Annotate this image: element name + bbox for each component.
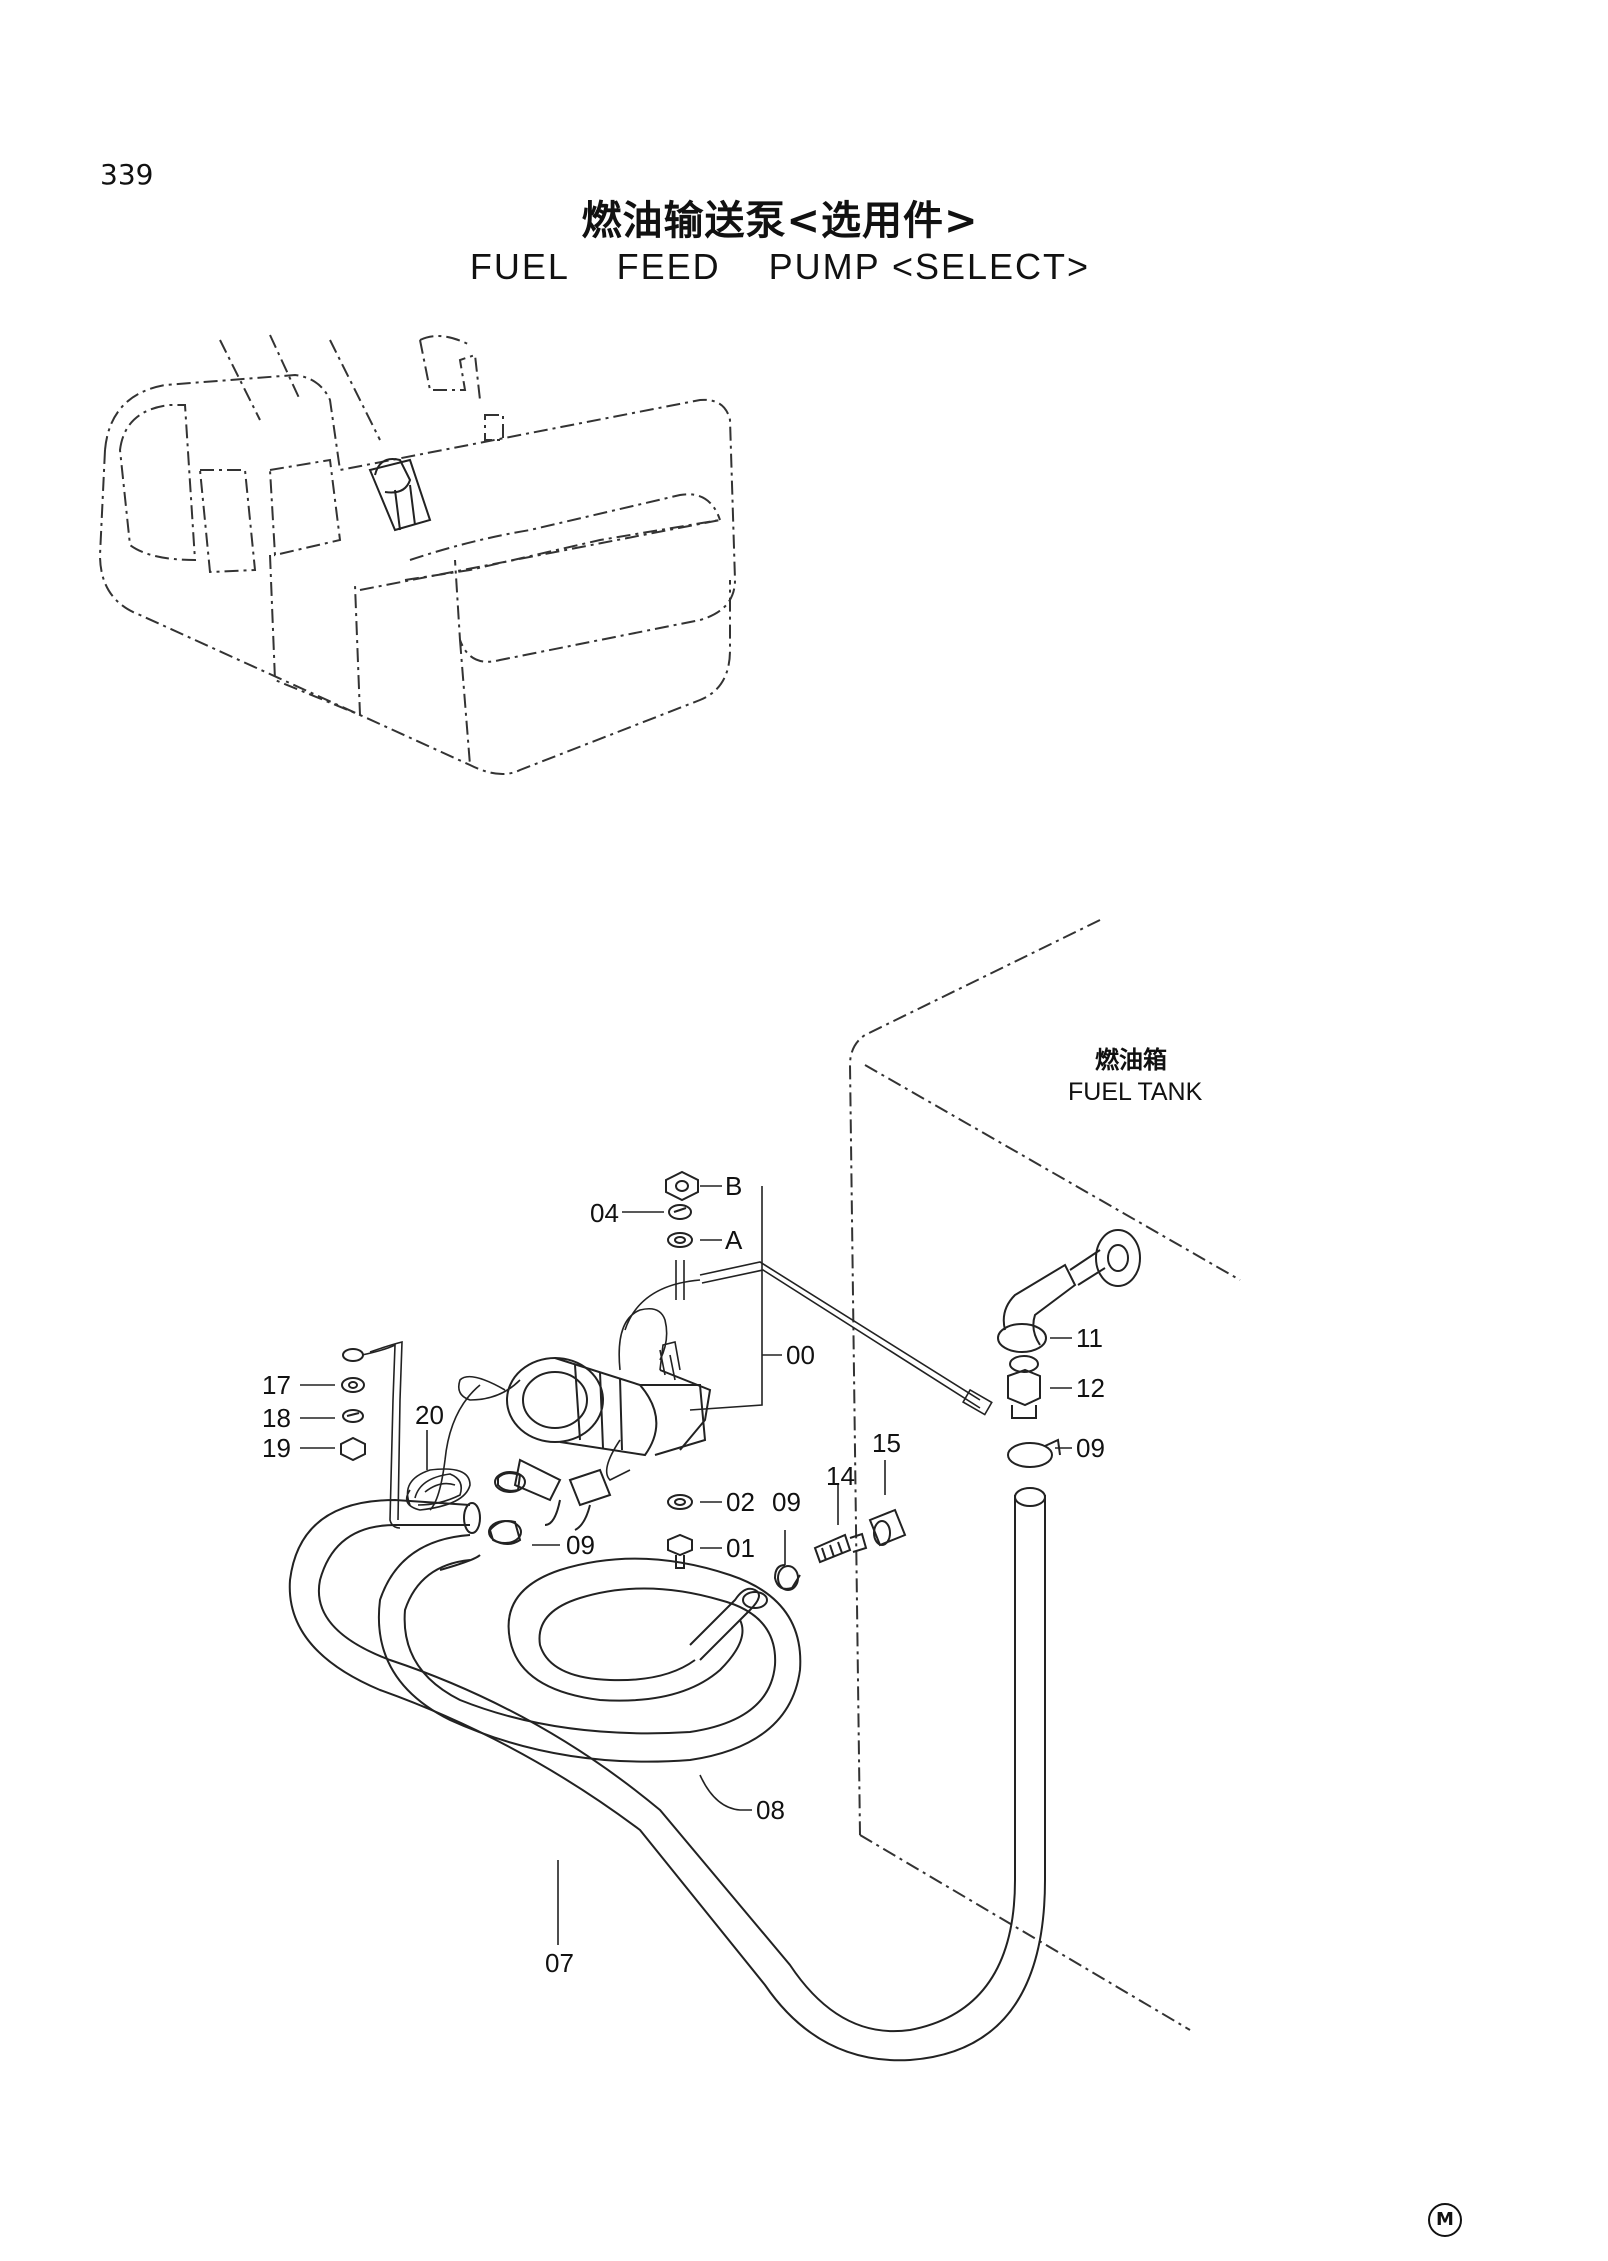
hardware-stack [659, 1170, 699, 1371]
callout-09-right: 09 [1076, 1433, 1105, 1463]
fuel-tank-label-chinese: 燃油箱 [1095, 1046, 1167, 1074]
page-number: 339 [100, 158, 154, 191]
fuel-tank-outline [848, 919, 1241, 2031]
callout-b: B [725, 1171, 743, 1201]
page-title-chinese: 燃油输送泵<选用件> [581, 198, 979, 244]
callout-00: 00 [786, 1340, 815, 1370]
page-title-english: FUEL FEED PUMP <SELECT> [469, 246, 1091, 287]
callout-12: 12 [1076, 1373, 1105, 1403]
callout-04: 04 [590, 1198, 619, 1228]
callout-07: 07 [545, 1948, 574, 1978]
excavator-overview-illustration [98, 334, 737, 775]
callout-01: 01 [726, 1533, 755, 1563]
callout-a: A [725, 1225, 743, 1255]
fuel-tank-label-english: FUEL TANK [1068, 1078, 1203, 1106]
callout-leaders [300, 1185, 1072, 1945]
callout-09-left: 09 [566, 1530, 595, 1560]
callout-20: 20 [415, 1400, 444, 1430]
hoses [288, 1487, 1046, 2062]
callout-11: 11 [1076, 1323, 1103, 1353]
callout-15: 15 [872, 1428, 901, 1458]
callout-08: 08 [756, 1795, 785, 1825]
callout-19: 19 [262, 1433, 291, 1463]
manual-mark-icon: M [1428, 2203, 1462, 2237]
callout-09-middle: 09 [772, 1487, 801, 1517]
left-fasteners [340, 1340, 403, 1529]
callout-18: 18 [262, 1403, 291, 1433]
pump-assembly [429, 1261, 993, 1531]
callout-02: 02 [726, 1487, 755, 1517]
callout-17: 17 [262, 1370, 291, 1400]
callout-14: 14 [826, 1461, 855, 1491]
